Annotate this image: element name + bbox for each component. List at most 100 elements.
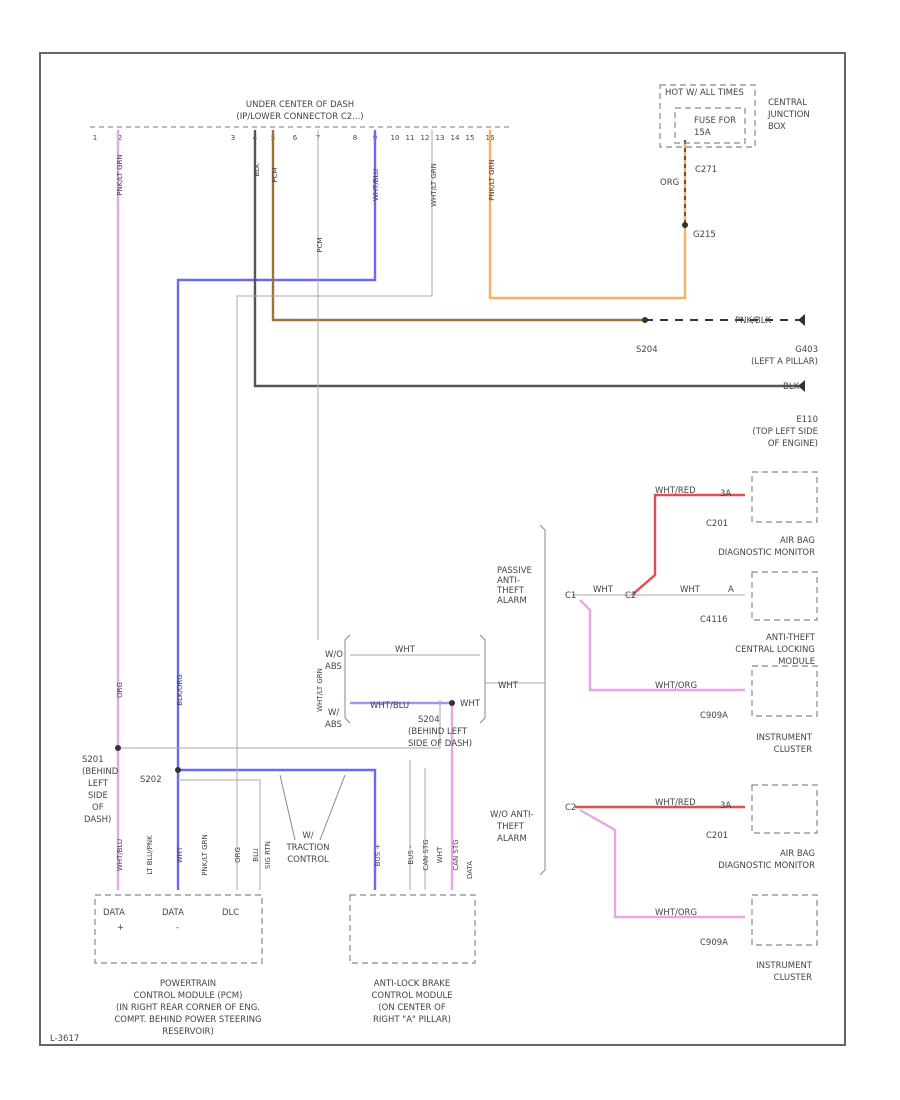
abs-brace-right bbox=[479, 634, 486, 724]
anti-theft-label-3: MODULE bbox=[778, 657, 815, 667]
abs-wht-left-label: WHT/BLU bbox=[370, 701, 409, 711]
c201-pin-top: 3A bbox=[720, 489, 731, 499]
vertical-wire-label: WHT bbox=[176, 846, 184, 863]
vertical-wire-label: SIG RTN bbox=[264, 841, 272, 869]
connector-pin-1: 1 bbox=[93, 134, 97, 142]
traction-diag-1 bbox=[279, 774, 296, 841]
w-anti-theft-label-2: THEFT bbox=[496, 822, 525, 832]
w-anti-theft-label-3: ALARM bbox=[497, 834, 527, 844]
instrument-cluster-top-box bbox=[751, 665, 818, 717]
vertical-wire-label: CAN STG bbox=[452, 839, 460, 870]
traction-label-3: CONTROL bbox=[287, 855, 329, 865]
vertical-wire-label: PCM bbox=[271, 167, 279, 182]
traction-diag-2 bbox=[319, 774, 346, 841]
abs-label-2: CONTROL MODULE bbox=[371, 991, 452, 1001]
s204-label-2: (BEHIND LEFT bbox=[408, 727, 468, 737]
wire-blue bbox=[176, 130, 377, 890]
connector-pin-8: 8 bbox=[353, 134, 357, 142]
vertical-wire-label: WHT bbox=[436, 846, 444, 863]
vertical-wire-label: PNK/LT GRN bbox=[488, 159, 496, 200]
instrument-cluster-bottom-box bbox=[751, 894, 818, 946]
pcm-label-3: (IN RIGHT REAR CORNER OF ENG. bbox=[116, 1003, 260, 1013]
connector-pin-11: 11 bbox=[406, 134, 415, 142]
wire-gray-4 bbox=[178, 779, 261, 890]
anti-theft-module-box bbox=[751, 571, 818, 621]
connector-pin-6: 6 bbox=[293, 134, 298, 142]
pnk-blk-label: PNK/BLK bbox=[735, 316, 771, 326]
ground-arrow-bottom bbox=[798, 380, 805, 392]
w-anti-theft-label-1: W/O ANTI- bbox=[490, 810, 534, 820]
connector-pin-3: 3 bbox=[231, 134, 235, 142]
dash-connector-label-1: UNDER CENTER OF DASH bbox=[246, 100, 354, 110]
ground-arrow-top bbox=[798, 314, 805, 326]
central-junction-box bbox=[659, 84, 756, 148]
pcm-pin-data-plus: DATA bbox=[103, 908, 125, 918]
fuse-box bbox=[674, 107, 746, 144]
c201-pin-bottom: 3A bbox=[720, 801, 731, 811]
bracket-right bbox=[539, 524, 546, 876]
wire-pink-ic-bottom bbox=[579, 808, 745, 919]
wire-gray-1 bbox=[236, 130, 433, 890]
vertical-wire-label: PCM bbox=[316, 237, 324, 252]
pcm-label-4: COMPT. BEHIND POWER STEERING bbox=[114, 1015, 261, 1025]
wire-red-top bbox=[631, 493, 745, 596]
airbag-bottom-label-1: AIR BAG bbox=[780, 849, 815, 859]
s201-label-3: LEFT bbox=[88, 779, 109, 789]
airbag-monitor-bottom bbox=[751, 784, 818, 834]
ic-top-label-1: INSTRUMENT bbox=[756, 733, 813, 743]
pcm-pin-data-minus: DATA bbox=[162, 908, 184, 918]
airbag-wire-top: WHT/RED bbox=[655, 486, 696, 496]
c4116-label: C4116 bbox=[700, 615, 728, 625]
cjb-label-3: BOX bbox=[768, 122, 786, 132]
traction-label-2: TRACTION bbox=[285, 843, 329, 853]
vertical-wire-label: ORG bbox=[234, 847, 242, 863]
fuse-label-1: FUSE FOR bbox=[694, 116, 736, 126]
abs-label-1: ANTI-LOCK BRAKE bbox=[374, 979, 450, 989]
abs-wht-top-label: WHT bbox=[395, 645, 416, 655]
connector-pin-2: 2 bbox=[118, 134, 122, 142]
abs-wht-right-label: WHT bbox=[460, 699, 481, 709]
vertical-wire-label: PNK/LT GRN bbox=[116, 154, 124, 195]
ic-bottom-label-2: CLUSTER bbox=[774, 973, 812, 983]
airbag-top-label-1: AIR BAG bbox=[780, 536, 815, 546]
s201-label-2: (BEHIND bbox=[82, 767, 119, 777]
vertical-wire-label: WHT/LT GRN bbox=[430, 163, 438, 207]
vertical-wire-label: BLU bbox=[252, 848, 260, 861]
pcm-pin-minus: - bbox=[176, 923, 179, 933]
cjb-label-1: CENTRAL bbox=[768, 98, 807, 108]
airbag-monitor-top bbox=[751, 471, 818, 523]
c2-bottom-label: C2 bbox=[565, 803, 576, 813]
s202-label: S202 bbox=[140, 775, 162, 785]
ic-wire-top-label: WHT/ORG bbox=[655, 681, 697, 691]
passive-label-3: THEFT bbox=[496, 586, 525, 596]
blk-label-right: BLK bbox=[783, 382, 800, 392]
vertical-wire-label: CAN STG bbox=[422, 839, 430, 870]
vertical-wire-label: LT BLU/PNK bbox=[146, 835, 154, 875]
s201-label-1: S201 bbox=[82, 755, 104, 765]
vertical-wire-label: WHT/LT GRN bbox=[316, 668, 324, 712]
connector-pin-13: 13 bbox=[436, 134, 445, 142]
dash-connector-label-2: (IP/LOWER CONNECTOR C2...) bbox=[236, 112, 363, 122]
connector-pin-14: 14 bbox=[451, 134, 460, 142]
airbag-bottom-label-2: DIAGNOSTIC MONITOR bbox=[718, 861, 815, 871]
splice-s202 bbox=[175, 767, 181, 773]
splice-g215 bbox=[682, 222, 688, 228]
pcm-label-5: RESERVOIR) bbox=[162, 1027, 214, 1037]
s201-label-4: SIDE bbox=[88, 791, 108, 801]
ic-top-label-2: CLUSTER bbox=[774, 745, 812, 755]
s204-label-1: S204 bbox=[418, 715, 440, 725]
e110-label-1: E110 bbox=[796, 415, 818, 425]
pcm-label-2: CONTROL MODULE (PCM) bbox=[134, 991, 243, 1001]
g215-label: G215 bbox=[693, 230, 716, 240]
connector-pin-10: 10 bbox=[391, 134, 400, 142]
diagram-frame bbox=[39, 52, 846, 1046]
vertical-wire-label: PNK/LT GRN bbox=[201, 834, 209, 875]
pcm-box bbox=[94, 894, 263, 964]
splice-s201 bbox=[115, 745, 121, 751]
e110-label-3: OF ENGINE) bbox=[768, 439, 818, 449]
anti-theft-label-2: CENTRAL LOCKING bbox=[735, 645, 815, 655]
wire-orange bbox=[488, 130, 687, 300]
s201-label-5: OF bbox=[92, 803, 104, 813]
